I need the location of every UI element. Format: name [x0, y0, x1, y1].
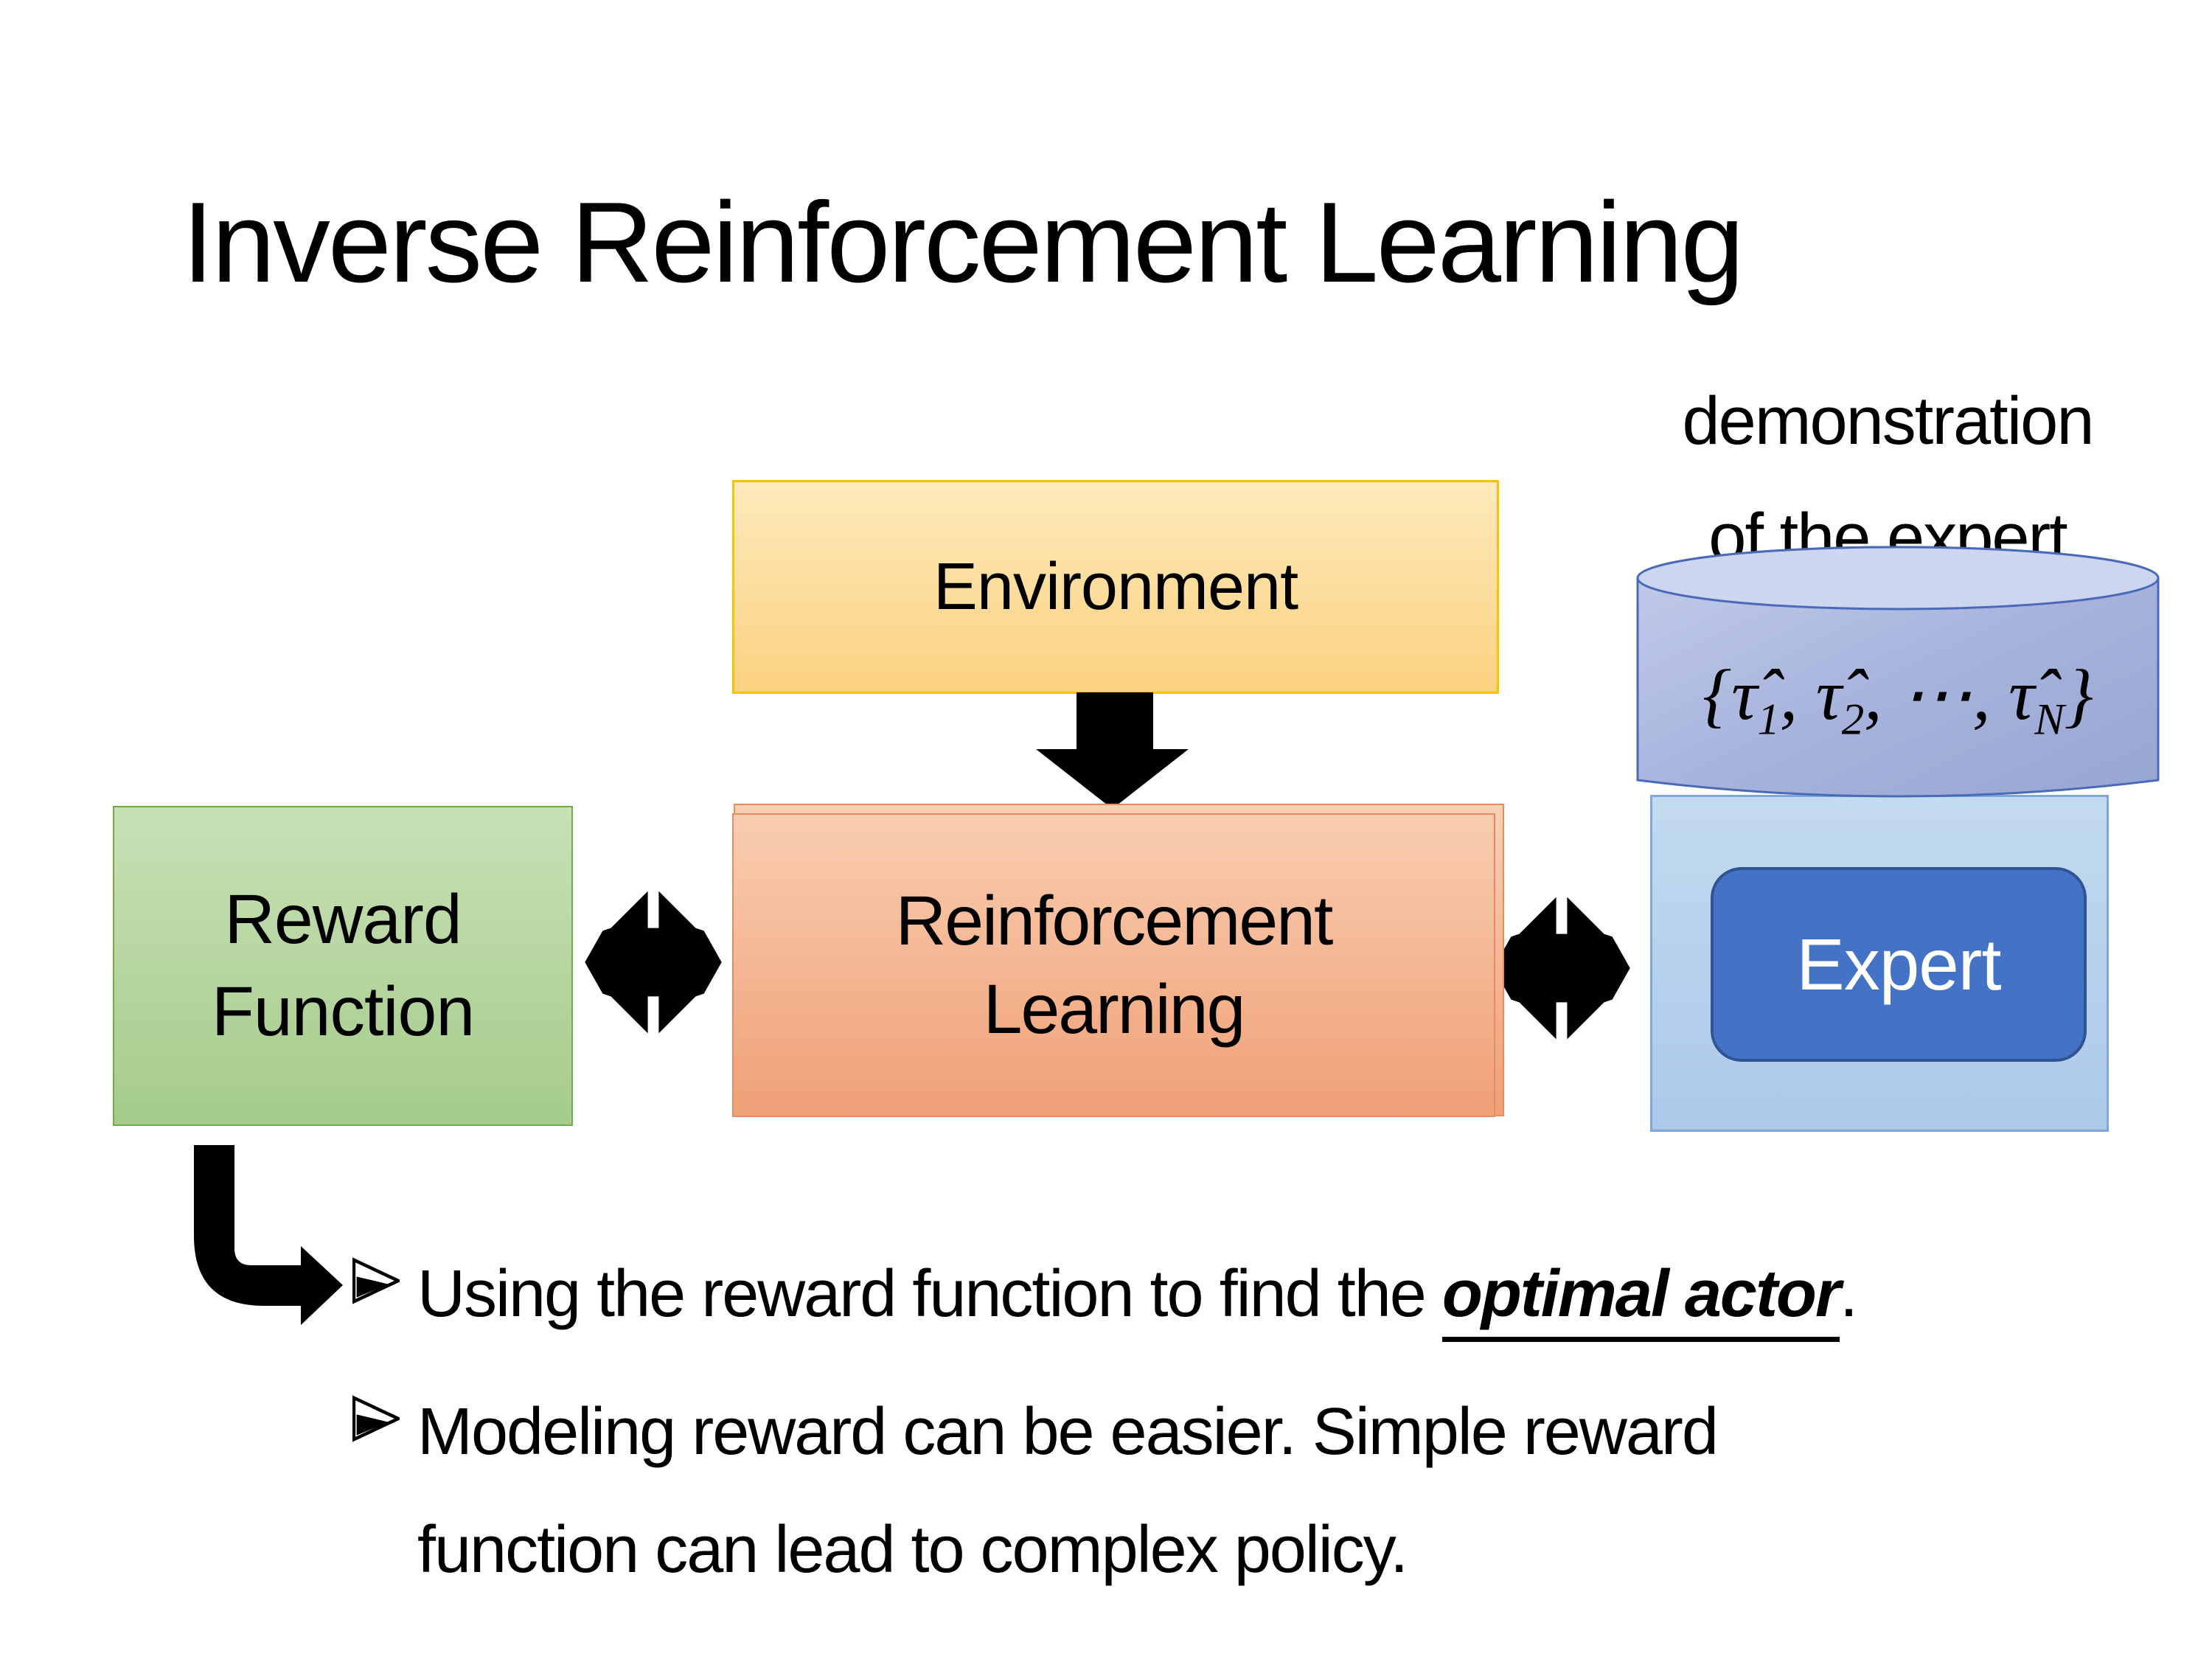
formula-sub2: 2: [1841, 695, 1865, 745]
expert-box: Expert: [1711, 867, 2087, 1062]
reward-function-label-line2: Function: [211, 973, 475, 1051]
formula-tau3: τ̂: [2008, 655, 2035, 735]
bullet-1-text: Using the reward function to find the op…: [417, 1235, 1858, 1353]
bullet-item-2: Modeling reward can be easier. Simple re…: [352, 1373, 2159, 1609]
environment-box: Environment: [732, 480, 1499, 694]
bullet-1-prefix: Using the reward function to find the: [417, 1257, 1442, 1331]
reward-function-box: Reward Function: [113, 806, 573, 1126]
reward-function-label-line1: Reward: [224, 880, 462, 959]
demonstration-database-cylinder: [1636, 546, 2160, 798]
double-arrow-icon-left: [585, 891, 722, 1034]
arrowhead-bullet-icon: [352, 1257, 400, 1304]
bullet-item-1: Using the reward function to find the op…: [352, 1235, 2159, 1353]
formula-comma3: ,: [1972, 655, 2009, 735]
page-title: Inverse Reinforcement Learning: [182, 178, 1745, 306]
formula-dots: ⋯: [1900, 655, 1973, 735]
down-arrow-icon: [1036, 692, 1189, 809]
reinforcement-learning-label-line2: Learning: [983, 970, 1246, 1048]
bullet-1-suffix: .: [1839, 1257, 1858, 1331]
trajectory-set-formula: {τ̂1, τ̂2, ⋯, τ̂N}: [1635, 653, 2160, 746]
environment-label: Environment: [933, 549, 1298, 624]
formula-tau2: τ̂: [1815, 655, 1842, 735]
bullet-2-text: Modeling reward can be easier. Simple re…: [417, 1395, 1719, 1587]
formula-close-brace: }: [2064, 655, 2093, 735]
elbow-right-arrow-icon: [194, 1145, 343, 1325]
double-arrow-icon-right: [1493, 897, 1630, 1040]
expert-label: Expert: [1796, 923, 2001, 1005]
formula-comma2: ,: [1864, 655, 1901, 735]
formula-sub1: 1: [1757, 695, 1780, 745]
reinforcement-learning-label-line1: Reinforcement: [895, 882, 1334, 960]
bullet-1-emphasis: optimal actor: [1441, 1257, 1841, 1342]
arrowhead-bullet-icon: [352, 1395, 400, 1442]
demonstration-label: demonstration of the expert: [1630, 363, 2146, 596]
formula-open-brace: {: [1703, 655, 1732, 735]
demonstration-label-line1: demonstration: [1682, 383, 2095, 459]
formula-comma1: ,: [1779, 655, 1816, 735]
reinforcement-learning-box: Reinforcement Learning: [732, 813, 1495, 1117]
formula-subN: N: [2034, 695, 2065, 745]
formula-tau1: τ̂: [1731, 655, 1758, 735]
